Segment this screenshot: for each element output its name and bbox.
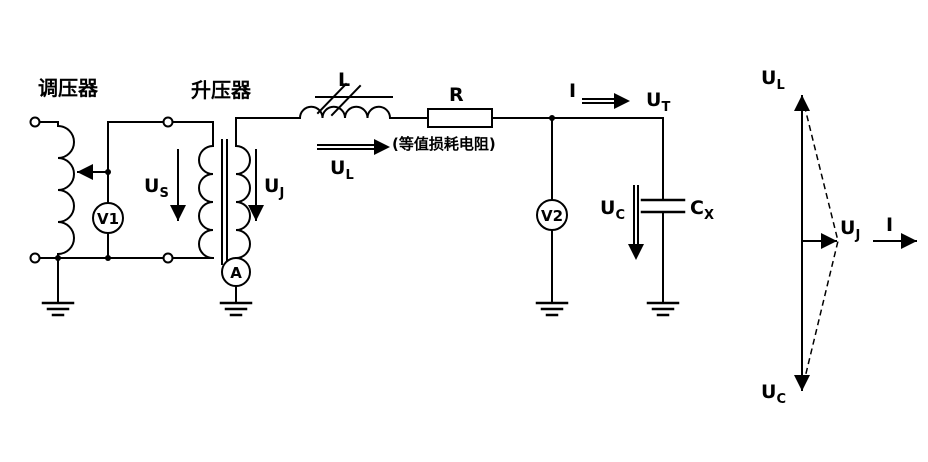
ul-label: UL bbox=[330, 157, 354, 183]
uj-label: UJ bbox=[264, 175, 284, 201]
capacitor-cx bbox=[640, 117, 686, 304]
primary-terminal-bottom bbox=[162, 252, 174, 264]
inductor-coil bbox=[298, 105, 392, 120]
inductor-label: L bbox=[338, 69, 350, 91]
v2-label: V2 bbox=[541, 207, 563, 225]
voltmeter-v2: V2 bbox=[536, 117, 568, 304]
step-up-transformer: 升压器 US UJ A bbox=[144, 78, 301, 304]
secondary-coil bbox=[234, 144, 251, 260]
phasor-diagram: UL UJ I UC bbox=[761, 67, 917, 407]
output-section: I UT V2 UC CX bbox=[536, 80, 714, 304]
ground-symbol bbox=[646, 301, 680, 317]
current-arrow bbox=[582, 93, 630, 109]
us-label: US bbox=[144, 175, 169, 201]
inductor: L UL bbox=[298, 69, 393, 183]
voltage-regulator: 调压器 V1 bbox=[29, 76, 165, 304]
primary-coil bbox=[198, 144, 215, 260]
primary-terminal-top bbox=[162, 116, 174, 128]
regulator-label: 调压器 bbox=[38, 76, 99, 100]
ammeter: A bbox=[221, 257, 251, 304]
ground-symbol bbox=[41, 301, 75, 317]
resistor-body bbox=[427, 108, 493, 128]
ground-symbol bbox=[219, 301, 253, 317]
current-label: I bbox=[569, 80, 576, 102]
uc-voltage-arrow bbox=[628, 185, 644, 260]
phasor-i-label: I bbox=[886, 214, 893, 236]
ground-symbol bbox=[535, 301, 569, 317]
voltmeter-v1: V1 bbox=[92, 171, 124, 259]
adjustable-slash-marks bbox=[316, 82, 362, 117]
input-terminal-bottom bbox=[29, 252, 41, 264]
variac-coil bbox=[56, 124, 75, 256]
resistor: R (等值损耗电阻) bbox=[389, 84, 664, 153]
resistor-note: (等值损耗电阻) bbox=[392, 135, 496, 153]
uc-label: UC bbox=[600, 197, 625, 223]
junction-dot bbox=[55, 255, 61, 261]
booster-label: 升压器 bbox=[191, 78, 252, 102]
ammeter-label: A bbox=[230, 264, 242, 282]
ul-voltage-arrow bbox=[317, 139, 390, 155]
phasor-uj-label: UJ bbox=[840, 217, 860, 243]
resistor-label: R bbox=[449, 84, 464, 106]
transformer-wires bbox=[171, 117, 301, 259]
ut-label: UT bbox=[646, 89, 670, 115]
resultant-dashed-lines bbox=[801, 95, 839, 391]
input-terminal-top bbox=[29, 116, 41, 128]
transformer-core bbox=[221, 139, 228, 265]
v1-label: V1 bbox=[97, 210, 119, 228]
cx-label: CX bbox=[690, 197, 714, 223]
phasor-ul-label: UL bbox=[761, 67, 785, 93]
phasor-uc-label: UC bbox=[761, 381, 786, 407]
